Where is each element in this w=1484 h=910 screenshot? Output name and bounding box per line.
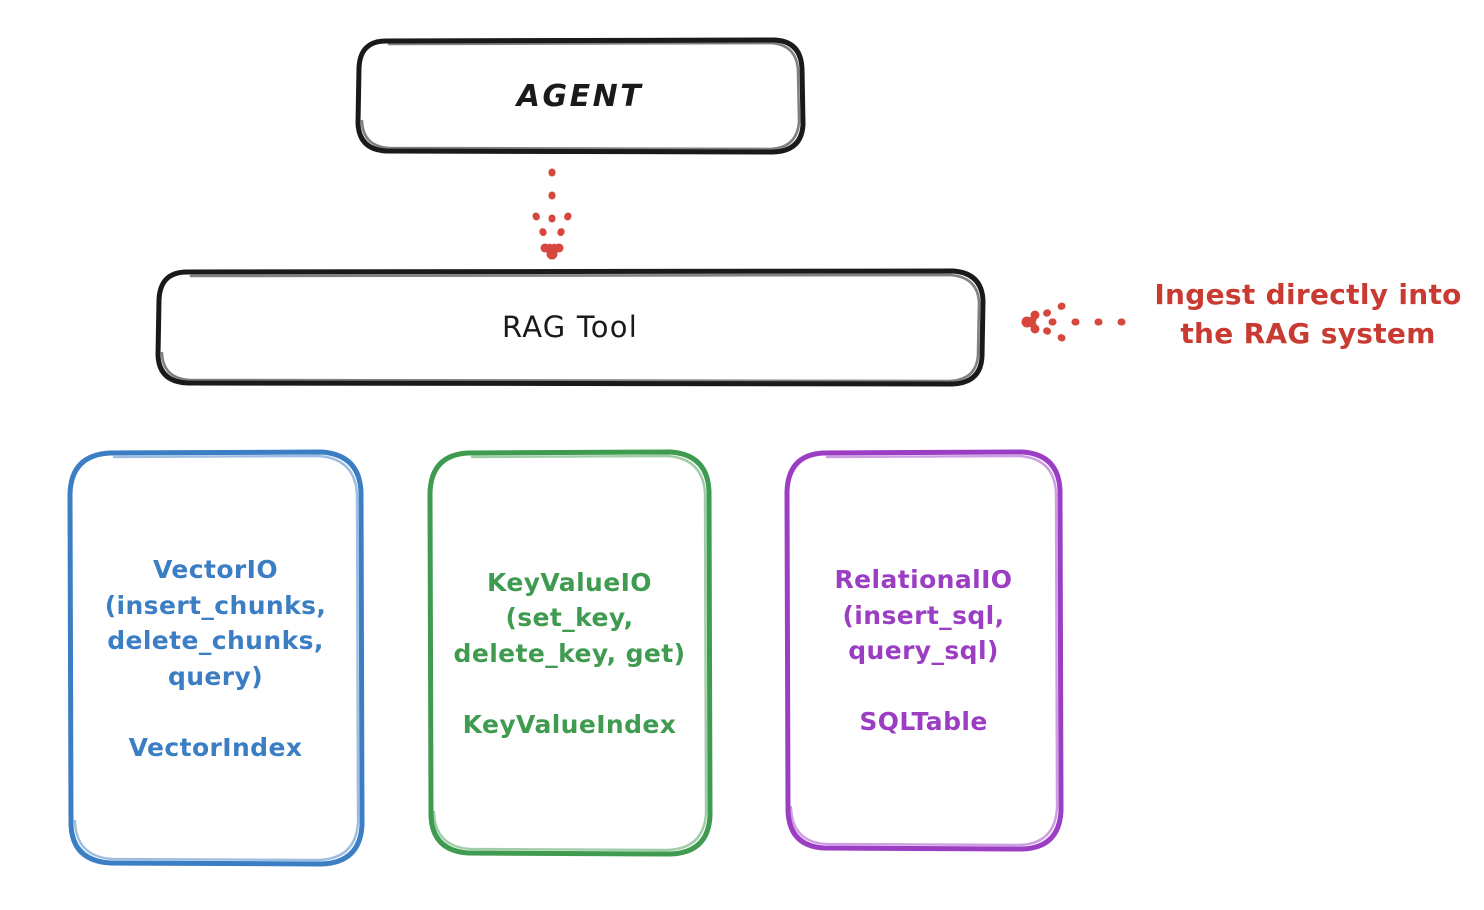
node-key-value-io[interactable]: KeyValueIO (set_key, delete_key, get) Ke… (426, 449, 713, 858)
node-vector-io-label: VectorIO (insert_chunks, delete_chunks, … (104, 555, 327, 762)
node-vector-io[interactable]: VectorIO (insert_chunks, delete_chunks, … (66, 449, 365, 868)
ingest-to-rag-tool-arrow (1021, 302, 1126, 342)
node-agent[interactable]: AGENT (355, 37, 806, 155)
node-rag-tool[interactable]: RAG Tool (155, 268, 986, 387)
node-relational-io[interactable]: RelationalIO (insert_sql, query_sql) SQL… (783, 449, 1064, 853)
node-agent-label: AGENT (516, 78, 644, 114)
node-rag-tool-label: RAG Tool (502, 309, 638, 344)
node-relational-io-label: RelationalIO (insert_sql, query_sql) SQL… (834, 565, 1013, 737)
agent-to-rag-tool-arrow (532, 168, 572, 260)
ingest-annotation-text: Ingest directly into the RAG system (1154, 278, 1462, 350)
node-key-value-io-label: KeyValueIO (set_key, delete_key, get) Ke… (453, 567, 686, 739)
